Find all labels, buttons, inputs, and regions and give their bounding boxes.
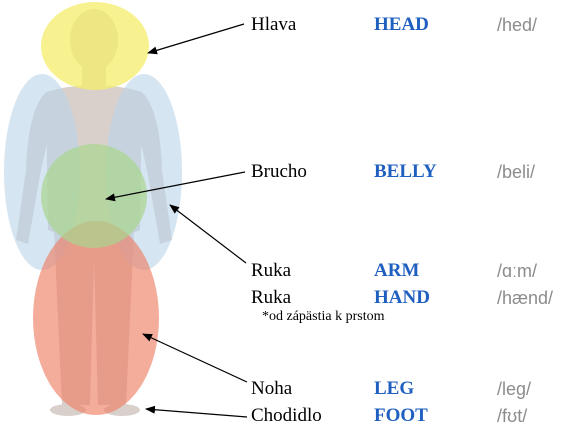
arrow-head xyxy=(147,23,245,55)
arrow-leg xyxy=(142,333,248,383)
english-word-hand: HAND xyxy=(374,287,430,308)
pronunciation-head: /hed/ xyxy=(497,15,538,35)
english-word-belly: BELLY xyxy=(374,161,437,182)
pronunciation-foot: /fʊt/ xyxy=(497,406,528,426)
slovak-label-belly: Brucho xyxy=(251,161,307,182)
slovak-label-hand: Ruka xyxy=(251,287,292,308)
pronunciation-arm: /ɑːm/ xyxy=(497,261,538,281)
english-word-foot: FOOT xyxy=(374,405,428,426)
english-word-leg: LEG xyxy=(374,378,415,399)
pronunciation-hand: /hænd/ xyxy=(497,288,554,308)
english-word-arm: ARM xyxy=(374,260,420,281)
hand-note: *od zápästia k prstom xyxy=(262,309,385,324)
pronunciation-leg: /leg/ xyxy=(497,379,532,399)
slovak-label-arm: Ruka xyxy=(251,260,292,281)
arrow-arm xyxy=(169,204,247,264)
slovak-label-foot: Chodidlo xyxy=(251,405,322,426)
slovak-label-head: Hlava xyxy=(251,14,297,35)
head-region xyxy=(41,2,149,90)
belly-region xyxy=(41,144,147,248)
english-word-head: HEAD xyxy=(374,14,429,35)
arrow-belly xyxy=(105,171,246,202)
arrows xyxy=(105,23,248,418)
slovak-label-leg: Noha xyxy=(251,378,293,399)
leg-region xyxy=(33,221,159,415)
pronunciation-belly: /beli/ xyxy=(497,162,536,182)
arrow-foot xyxy=(145,405,248,418)
